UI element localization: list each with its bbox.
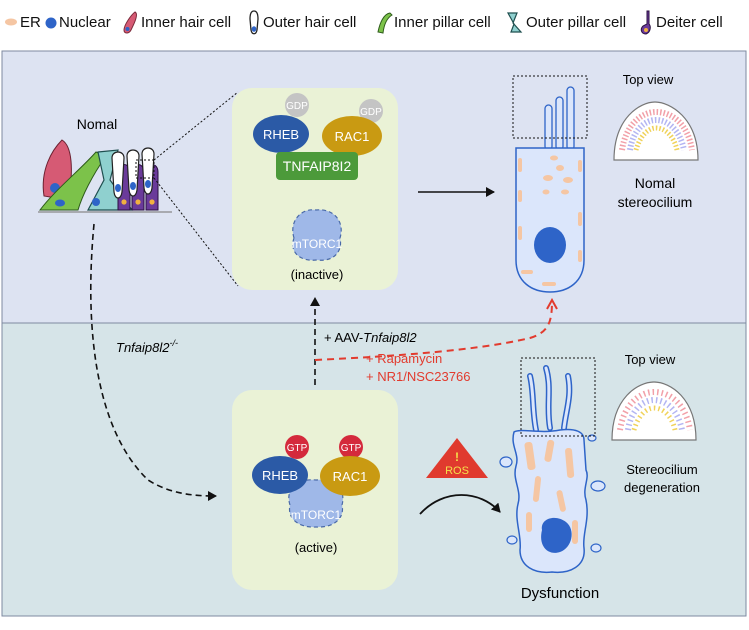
knockout-gene-superscript: -/- bbox=[169, 338, 178, 348]
damaged-result-line2: degeneration bbox=[624, 480, 700, 495]
mtorc1-label-inactive: mTORC1 bbox=[292, 237, 343, 251]
gdp-left-label: GDP bbox=[286, 101, 308, 112]
rheb-label-inactive: RHEB bbox=[263, 127, 299, 142]
knockout-gene-label: Tnfaip8l2-/- bbox=[116, 338, 178, 355]
legend-deiter-cell: Deiter cell bbox=[656, 14, 723, 31]
gdp-right-badge bbox=[359, 99, 383, 123]
zoom-line-bottom bbox=[153, 177, 239, 287]
normal-hair-cell bbox=[515, 86, 585, 293]
deiter-cell-icon bbox=[640, 10, 651, 35]
legend-outer-hair-cell: Outer hair cell bbox=[263, 14, 357, 31]
rac1-protein-active bbox=[320, 456, 380, 496]
mtorc1-inactive bbox=[292, 209, 342, 261]
rac1-protein bbox=[322, 116, 382, 156]
gtp-left-label: GTP bbox=[287, 443, 308, 454]
aav-prefix: + AAV- bbox=[324, 330, 363, 345]
gdp-right-label: GDP bbox=[360, 107, 382, 118]
legend-inner-pillar-cell: Inner pillar cell bbox=[394, 14, 491, 31]
rac1-label-inactive: RAC1 bbox=[335, 129, 370, 144]
arrow-to-dysfunction-cell bbox=[419, 494, 501, 515]
rac1-label-active: RAC1 bbox=[333, 469, 368, 484]
legend-outer-pillar-cell: Outer pillar cell bbox=[526, 14, 627, 31]
gtp-right-badge bbox=[339, 435, 363, 459]
dysfunction-label: Dysfunction bbox=[521, 585, 599, 602]
rapamycin-label: + Rapamycin bbox=[366, 351, 442, 366]
gtp-right-label: GTP bbox=[341, 443, 362, 454]
damaged-top-view-label: Top view bbox=[625, 352, 676, 367]
organ-of-corti-illustration bbox=[38, 139, 172, 213]
normal-stereocilia-box bbox=[512, 75, 588, 139]
legend-nuclear: Nuclear bbox=[59, 14, 111, 31]
ros-exclamation: ! bbox=[455, 450, 459, 464]
outer-pillar-cell-icon bbox=[506, 12, 523, 33]
legend-inner-hair-cell: Inner hair cell bbox=[141, 14, 232, 31]
nucleus-icon bbox=[45, 17, 57, 29]
legend-er: ER bbox=[20, 14, 41, 31]
rheb-label-active: RHEB bbox=[262, 468, 298, 483]
inner-pillar-cell-icon bbox=[377, 12, 393, 34]
damaged-result-line1: Stereocilium bbox=[626, 462, 698, 477]
ros-warning-icon bbox=[426, 438, 488, 478]
normal-top-view-label: Top view bbox=[623, 72, 674, 87]
damaged-stereocilia-box bbox=[520, 357, 596, 437]
aav-gene: Tnfaip8l2 bbox=[363, 330, 417, 345]
damaged-hair-cell bbox=[499, 365, 606, 574]
treatment-arrow bbox=[314, 300, 552, 361]
normal-top-view-illustration bbox=[613, 101, 699, 161]
gtp-left-badge bbox=[285, 435, 309, 459]
active-state-label: (active) bbox=[295, 540, 338, 555]
nr1-label: + NR1/NSC23766 bbox=[366, 369, 470, 384]
legend: ER Nuclear Inner hair cell Outer hair ce… bbox=[0, 0, 749, 50]
mtorc1-label-active: mTORC1 bbox=[291, 508, 342, 522]
aav-label: + AAV-Tnfaip8l2 bbox=[324, 330, 417, 345]
ros-label: ROS bbox=[445, 465, 469, 477]
damaged-top-view-illustration bbox=[611, 381, 697, 441]
normal-label: Nomal bbox=[77, 116, 117, 132]
outer-hair-cell-icon bbox=[249, 10, 259, 35]
knockout-arrow bbox=[90, 223, 217, 501]
gdp-left-badge bbox=[285, 93, 309, 117]
tnfaip8l2-protein bbox=[276, 152, 358, 180]
normal-result-line1: Nomal bbox=[635, 175, 675, 191]
inactive-state-label: (inactive) bbox=[291, 267, 344, 282]
rheb-protein bbox=[253, 115, 309, 153]
rheb-protein-active bbox=[252, 456, 308, 494]
knockout-gene-name: Tnfaip8l2 bbox=[116, 340, 170, 355]
tnfaip8l2-label: TNFAIP8I2 bbox=[283, 158, 352, 174]
normal-result-line2: stereocilium bbox=[618, 194, 693, 210]
inner-hair-cell-icon bbox=[123, 11, 137, 34]
er-icon bbox=[5, 18, 17, 26]
